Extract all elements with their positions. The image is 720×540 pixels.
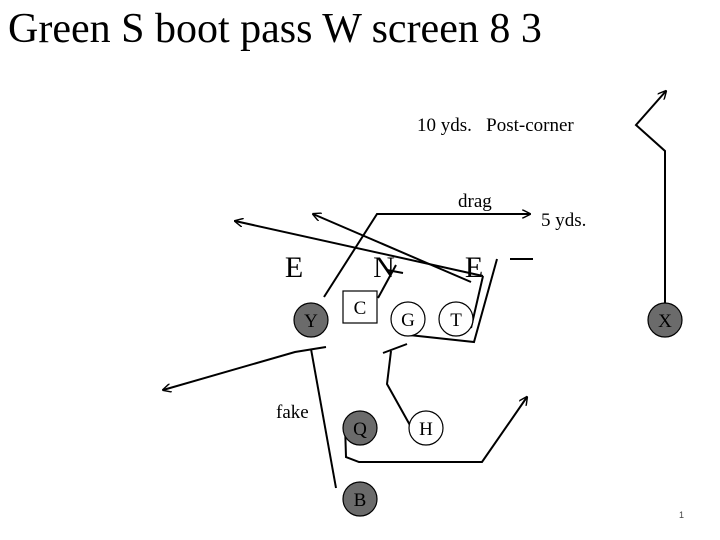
defender-end-left: E: [285, 251, 303, 284]
player-c: C: [342, 290, 378, 324]
player-b: B: [342, 481, 378, 517]
player-b-circle: [342, 481, 378, 517]
player-y: Y: [293, 302, 329, 338]
h-block-bar: [382, 343, 408, 354]
tackle-release-route: [235, 221, 484, 277]
guard-release-route: [313, 214, 472, 283]
player-q: Q: [342, 410, 378, 446]
player-h: H: [408, 410, 444, 446]
drag-depth-label: 5 yds.: [541, 210, 586, 231]
player-y-label: Y: [304, 311, 318, 332]
player-g-label: G: [401, 310, 415, 331]
player-c-label: C: [354, 298, 367, 319]
player-b-label: B: [354, 490, 367, 511]
player-c-square: [342, 290, 378, 324]
player-q-circle: [342, 410, 378, 446]
x-post-corner-route: [634, 91, 666, 307]
fake-label: fake: [276, 402, 309, 423]
player-g-circle: [390, 301, 426, 337]
post-corner-label: 10 yds. Post-corner: [417, 115, 574, 136]
h-block-path: [385, 350, 412, 428]
player-x-label: X: [658, 311, 672, 332]
player-x-circle: [647, 302, 683, 338]
slide-title: Green S boot pass W screen 8 3: [8, 6, 542, 52]
guard-pull-route: [408, 258, 498, 344]
player-y-circle: [293, 302, 329, 338]
q-boot-route: [344, 397, 527, 463]
defender-end-right: E: [465, 251, 483, 284]
y-drag-route: [323, 214, 530, 298]
page-number: 1: [678, 510, 684, 520]
player-q-label: Q: [353, 419, 367, 440]
player-t-label: T: [450, 310, 462, 331]
b-fake-path: [310, 348, 337, 489]
player-g: G: [390, 301, 426, 337]
player-h-label: H: [419, 419, 433, 440]
player-t: T: [438, 301, 474, 337]
flat-route: [163, 346, 327, 390]
player-t-circle: [438, 301, 474, 337]
player-x: X: [647, 302, 683, 338]
player-h-circle: [408, 410, 444, 446]
drag-label: drag: [458, 191, 492, 212]
center-block-bar: [386, 269, 404, 274]
